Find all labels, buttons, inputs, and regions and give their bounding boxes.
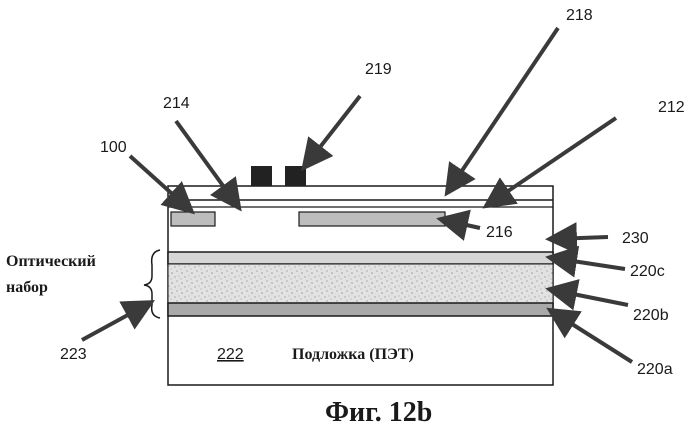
layer-220b <box>168 264 553 303</box>
label-216: 216 <box>486 224 513 241</box>
label-214: 214 <box>163 95 190 112</box>
arrow-218 <box>449 28 558 190</box>
label-218: 218 <box>566 7 593 24</box>
label-220b: 220b <box>633 307 669 324</box>
label-230: 230 <box>622 230 649 247</box>
label-223: 223 <box>60 346 87 363</box>
label-100: 100 <box>100 139 127 156</box>
label-219: 219 <box>365 61 392 78</box>
figure-caption: Фиг. 12b <box>325 397 432 428</box>
arrow-220c <box>553 258 625 269</box>
substrate-label: Подложка (ПЭТ) <box>292 346 414 363</box>
label-212: 212 <box>658 99 685 116</box>
label-220a: 220a <box>637 361 673 378</box>
arrow-230 <box>553 237 608 239</box>
optical-stack-label-line1: Оптический <box>6 253 96 270</box>
substrate-ref-222: 222 <box>217 346 244 363</box>
optical-stack-brace <box>144 250 160 318</box>
arrow-223 <box>82 304 148 340</box>
chip-219-a <box>251 166 272 186</box>
electrode-100 <box>171 212 215 226</box>
arrow-220b <box>553 290 628 305</box>
electrode-216 <box>299 212 445 226</box>
arrow-219 <box>306 96 360 165</box>
optical-stack-label-line2: набор <box>6 279 48 296</box>
arrow-100 <box>130 156 189 209</box>
arrow-220a <box>553 312 632 362</box>
chip-219-b <box>285 166 306 186</box>
label-220c: 220c <box>630 263 665 280</box>
layer-220a <box>168 303 553 316</box>
layer-220c <box>168 252 553 264</box>
